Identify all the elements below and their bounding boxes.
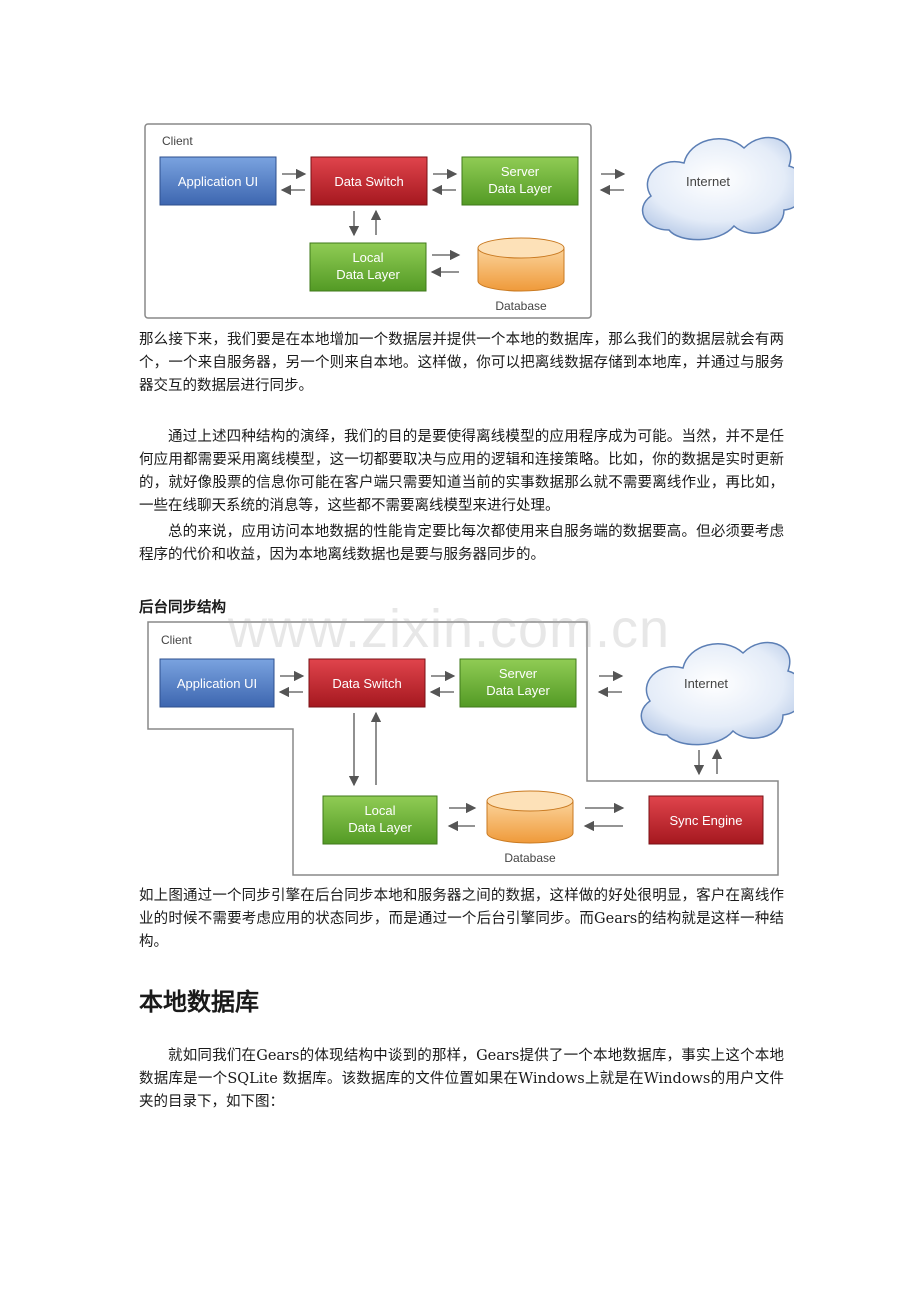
internet-cloud xyxy=(640,641,794,746)
local-data-layer-line2: Data Layer xyxy=(336,267,400,282)
application-ui-label: Application UI xyxy=(178,174,258,189)
application-ui-box xyxy=(159,658,275,708)
architecture-diagram-offline: Client Application UI Data Switch Server… xyxy=(144,123,794,319)
database-cylinder xyxy=(477,237,565,292)
local-data-layer-line2: Data Layer xyxy=(348,820,412,835)
server-data-layer-box xyxy=(459,658,577,708)
client-boundary xyxy=(147,621,779,876)
client-boundary xyxy=(144,123,592,319)
sync-engine-box xyxy=(648,795,764,845)
local-data-layer-box xyxy=(322,795,438,845)
data-switch-label: Data Switch xyxy=(334,174,403,189)
internet-label: Internet xyxy=(684,676,728,691)
server-data-layer-line2: Data Layer xyxy=(486,683,550,698)
sync-engine-label: Sync Engine xyxy=(670,813,743,828)
client-label: Client xyxy=(161,633,192,647)
local-data-layer-line1: Local xyxy=(352,250,383,265)
application-ui-label: Application UI xyxy=(177,676,257,691)
data-switch-box xyxy=(310,156,428,206)
paragraph-offline-model: 通过上述四种结构的演绎，我们的目的是要使得离线模型的应用程序成为可能。当然，并不… xyxy=(139,429,784,514)
database-label: Database xyxy=(495,299,547,313)
internet-cloud xyxy=(641,136,794,241)
server-data-layer-line2: Data Layer xyxy=(488,181,552,196)
connector-arrows xyxy=(280,168,626,278)
internet-label: Internet xyxy=(686,174,730,189)
subheading-background-sync: 后台同步结构 xyxy=(139,600,226,616)
local-data-layer-box xyxy=(309,242,427,292)
watermark: www.zixin.com.cn xyxy=(228,599,671,659)
paragraph-sync-engine: 如上图通过一个同步引擎在后台同步本地和服务器之间的数据，这样做的好处很明显，客户… xyxy=(139,888,784,950)
client-label: Client xyxy=(162,134,193,148)
server-data-layer-line1: Server xyxy=(501,164,540,179)
architecture-diagram-background-sync: Client Application UI Data Switch Server… xyxy=(147,621,794,876)
paragraph-sqlite: 就如同我们在Gears的体现结构中谈到的那样，Gears提供了一个本地数据库，事… xyxy=(139,1048,784,1110)
paragraph-local-data-layer: 那么接下来，我们要是在本地增加一个数据层并提供一个本地的数据库，那么我们的数据层… xyxy=(139,332,784,394)
data-switch-box xyxy=(308,658,426,708)
local-data-layer-line1: Local xyxy=(364,803,395,818)
paragraph-performance: 总的来说，应用访问本地数据的性能肯定要比每次都使用来自服务端的数据要高。但必须要… xyxy=(139,524,784,563)
server-data-layer-box xyxy=(461,156,579,206)
data-switch-label: Data Switch xyxy=(332,676,401,691)
application-ui-box xyxy=(159,156,277,206)
connector-arrows xyxy=(278,670,723,832)
database-cylinder xyxy=(486,790,574,844)
database-label: Database xyxy=(504,851,556,865)
server-data-layer-line1: Server xyxy=(499,666,538,681)
section-heading-local-database: 本地数据库 xyxy=(139,988,259,1016)
